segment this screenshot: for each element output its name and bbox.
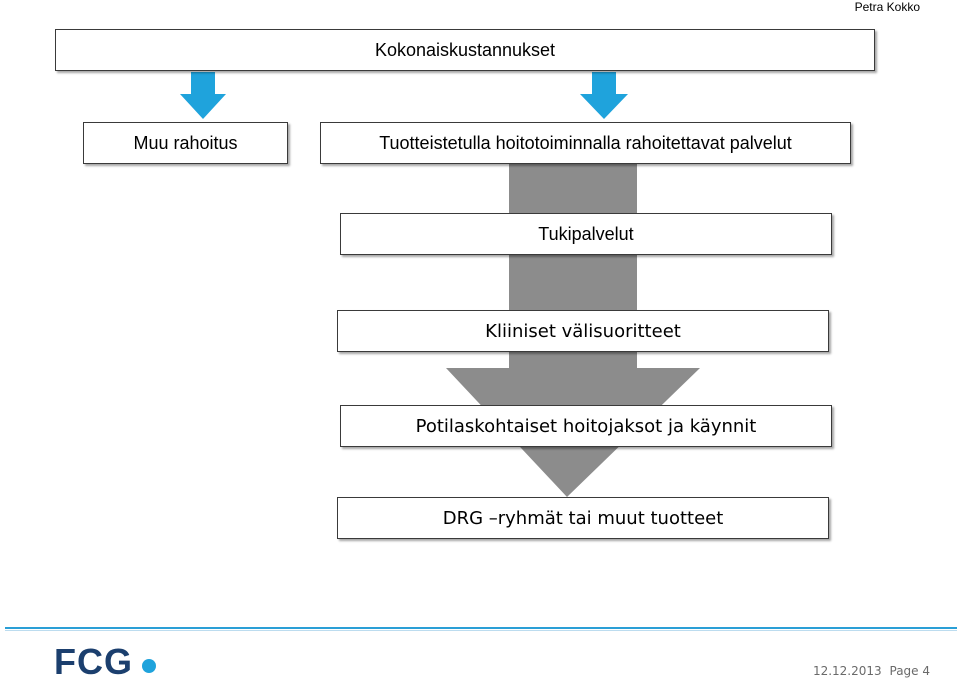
fcg-logo: FCG <box>54 641 133 682</box>
blue-arrow-right <box>580 72 628 119</box>
other-funding-box: Muu rahoitus <box>83 122 288 164</box>
footer-info: 12.12.2013 Page 4 <box>809 664 930 678</box>
footer-rule-light <box>5 630 957 631</box>
footer-page: Page 4 <box>889 664 931 678</box>
author-name: Petra Kokko <box>854 0 920 14</box>
drg-groups-box: DRG –ryhmät tai muut tuotteet <box>337 497 829 539</box>
footer-date: 12.12.2013 <box>812 664 882 678</box>
logo-dot-icon <box>142 659 156 673</box>
footer-rule <box>5 627 957 629</box>
productized-services-box: Tuotteistetulla hoitotoiminnalla rahoite… <box>320 122 851 164</box>
blue-arrow-left <box>180 72 226 119</box>
support-services-box: Tukipalvelut <box>340 213 832 255</box>
clinical-intermediate-box: Kliiniset välisuoritteet <box>337 310 829 352</box>
total-costs-box: Kokonaiskustannukset <box>55 29 875 71</box>
patient-episodes-box: Potilaskohtaiset hoitojaksot ja käynnit <box>340 405 832 447</box>
